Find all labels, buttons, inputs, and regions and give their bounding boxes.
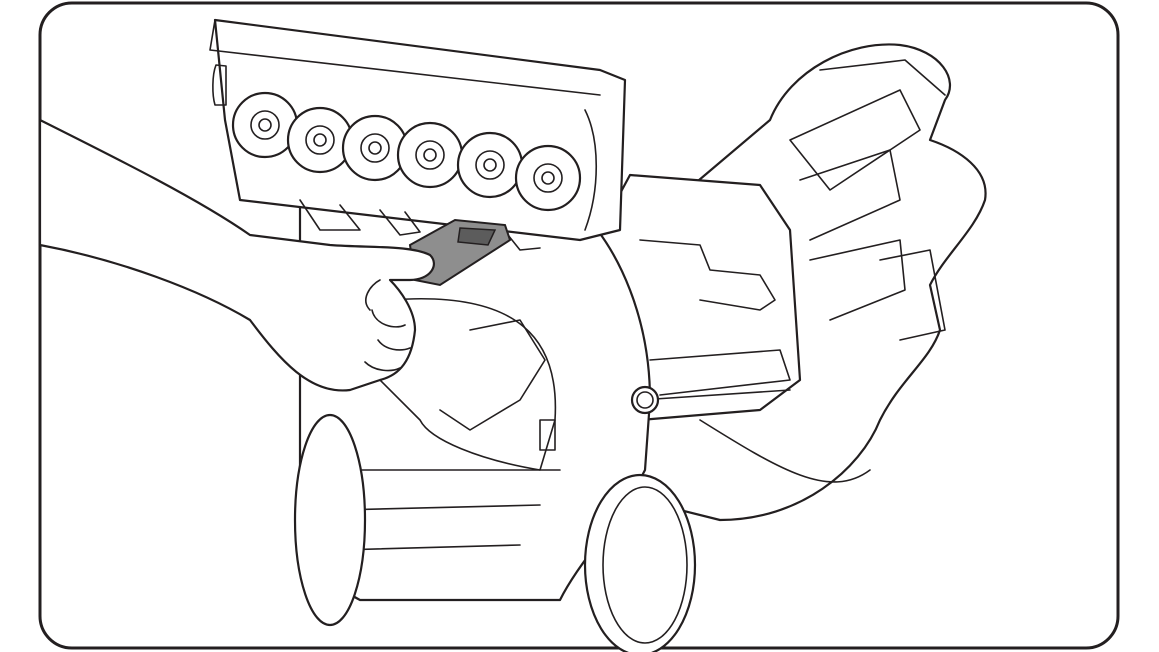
brush-roll	[341, 114, 409, 182]
wheels	[293, 413, 697, 652]
brush-roll	[396, 121, 464, 189]
brush-roll	[514, 144, 582, 212]
brush-rolls	[231, 91, 582, 212]
right-wheel	[583, 473, 697, 652]
brush-roll	[231, 91, 299, 159]
brush-roll	[456, 131, 524, 199]
release-button	[630, 385, 660, 415]
left-wheel	[293, 413, 367, 627]
brush-roll	[286, 106, 354, 174]
hand	[38, 118, 435, 392]
